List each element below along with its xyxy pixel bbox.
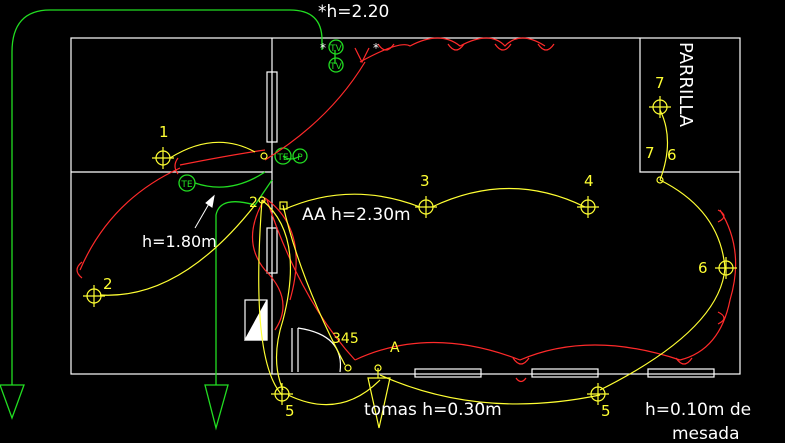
- light-icon-7: [649, 96, 671, 118]
- counter-window-1: [414, 368, 482, 378]
- socket-icon-right-2: [717, 311, 725, 325]
- red-left-wall: [79, 167, 181, 271]
- annotations: *h=2.20 * * h=1.80m AA h=2.30m tomas h=0…: [103, 2, 751, 443]
- circuit-7a: 7: [655, 74, 665, 92]
- label-parrilla: PARRILLA: [675, 42, 696, 128]
- socket-icon-top-5: [537, 43, 555, 51]
- socket-icon-bottom-3: [675, 357, 693, 365]
- tv-label-1: TV: [329, 44, 342, 54]
- red-box-left: [179, 149, 266, 166]
- tv-outlet-icon-2: [328, 57, 344, 73]
- door-swing: [297, 327, 342, 373]
- circuit-7b: 7: [645, 144, 655, 162]
- ground-arrow-mid: [204, 384, 229, 431]
- ground-arrow-right: [367, 377, 391, 429]
- circuit-5b: 5: [601, 402, 611, 420]
- yellow-2-arc: [99, 204, 256, 296]
- yellow-3-4-arc: [431, 188, 586, 208]
- circuit-345: 345: [332, 331, 359, 347]
- circuit-4: 4: [584, 172, 594, 190]
- green-feeder-left: [11, 9, 323, 385]
- light-icon-3: [415, 196, 437, 218]
- label-h220: *h=2.20: [318, 2, 389, 22]
- label-asterisk: *: [373, 41, 379, 55]
- circuit-3: 3: [420, 172, 430, 190]
- counter-window-3: [647, 368, 715, 378]
- socket-icon-bottom-1: [512, 357, 530, 365]
- light-icon-6: [715, 257, 737, 279]
- switch-icon-1: [260, 152, 268, 160]
- label-h010: h=0.10m de: [645, 400, 751, 420]
- light-icon-5b: [587, 383, 609, 405]
- switch-icon-7: [656, 176, 664, 184]
- socket-icon-top-2: [377, 43, 395, 51]
- yellow-3-arc-a: [282, 193, 421, 211]
- yellow-5-left: [258, 199, 283, 396]
- tv-outlet-icon-1: [328, 39, 344, 55]
- label-h180: h=1.80m: [142, 232, 217, 251]
- switch-icon-345: [344, 364, 352, 372]
- red-panel-to-tomas: [266, 199, 356, 361]
- te-label-2: TE: [180, 180, 192, 190]
- yellow-5-bottom: [287, 379, 381, 406]
- label-tomas: tomas h=0.30m: [364, 400, 502, 420]
- light-icon-2: [83, 285, 105, 307]
- green-symbol-labels: TV TV TE P TE: [180, 44, 342, 190]
- light-icon-1: [152, 147, 174, 169]
- red-circuits: [76, 37, 737, 383]
- yellow-6-arc-top: [659, 179, 726, 269]
- parrilla-wall: [639, 38, 740, 173]
- aa-outlet-icon: [279, 201, 288, 210]
- te-outlet-icon-2: [178, 174, 196, 192]
- red-down-right: [264, 197, 297, 301]
- ground-arrow-left: [0, 384, 25, 420]
- circuit-a: A: [390, 340, 400, 356]
- socket-icon-top-3: [447, 43, 465, 51]
- socket-icon-bottom-2: [515, 377, 527, 383]
- circuit-2: 2: [103, 275, 113, 293]
- circuit-5a: 5: [285, 402, 295, 420]
- red-bottom-run: [354, 209, 737, 361]
- window-mid: [266, 227, 278, 274]
- label-aa: AA h=2.30m: [302, 205, 411, 225]
- yellow-5-arc: [379, 374, 601, 405]
- socket-icon-top-4: [494, 43, 512, 51]
- counter-window-2: [531, 368, 599, 378]
- switch-icon-2: [258, 196, 266, 204]
- socket-icon-left: [76, 261, 83, 279]
- red-top-run: [359, 37, 546, 63]
- socket-icon-right-1: [717, 209, 725, 223]
- window-top: [266, 71, 278, 143]
- tv-label-2: TV: [329, 62, 342, 72]
- p-outlet-icon: [292, 148, 308, 164]
- circuit-1: 1: [159, 123, 169, 141]
- yellow-6-arc-bottom: [599, 267, 726, 391]
- light-icon-4: [577, 196, 599, 218]
- label-mesada: mesada: [672, 424, 740, 443]
- red-down-left: [251, 197, 284, 331]
- te-line: [194, 171, 266, 188]
- p-label: P: [297, 153, 303, 163]
- yellow-switch-drop: [261, 199, 292, 391]
- annotation-arrow: [194, 194, 215, 229]
- outer-wall: [70, 37, 741, 375]
- label-asterisk-2: *: [320, 41, 326, 55]
- yellow-7-arc: [659, 109, 669, 181]
- socket-icon-box: [174, 157, 179, 175]
- green-circuits: [0, 9, 344, 431]
- light-icon-5a: [271, 383, 293, 405]
- circuit-6b: 6: [667, 146, 677, 164]
- circuit-2b: 2: [249, 195, 258, 211]
- yellow-circuits: [83, 96, 737, 429]
- circuit-6: 6: [698, 259, 708, 277]
- socket-icon-top-1: [354, 47, 370, 64]
- red-top-to-box: [264, 61, 366, 161]
- yellow-to-tomas: [282, 204, 346, 366]
- te-label-1: TE: [276, 153, 288, 163]
- yellow-1-arc: [169, 141, 256, 159]
